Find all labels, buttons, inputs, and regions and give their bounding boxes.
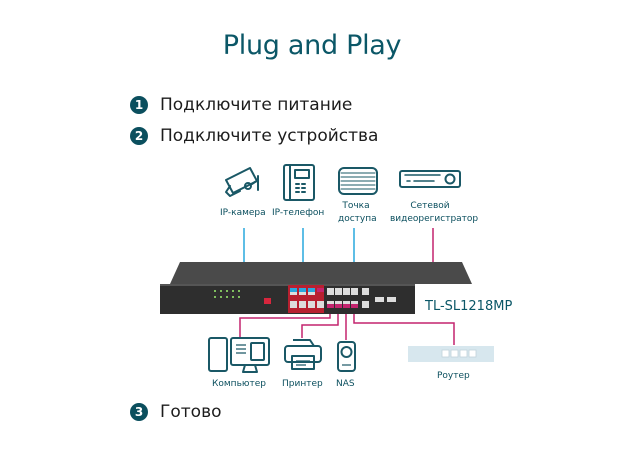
label-nvr-line1: Сетевой	[410, 201, 450, 211]
step-1: 1 Подключите питание	[130, 95, 352, 115]
label-nas: NAS	[336, 379, 355, 389]
access-point-icon	[338, 167, 378, 195]
printer-icon	[284, 339, 322, 370]
switch-device	[160, 262, 472, 314]
label-printer: Принтер	[282, 379, 323, 389]
label-nvr: Сетевой видеорегистратор	[390, 200, 479, 226]
step-1-badge: 1	[130, 96, 148, 114]
ip-phone-icon	[283, 164, 315, 201]
nvr-icon	[399, 170, 461, 188]
nas-icon	[337, 341, 356, 372]
step-1-text: Подключите питание	[160, 95, 353, 115]
step-3-badge: 3	[130, 403, 148, 421]
label-nvr-line2: видеорегистратор	[390, 214, 479, 224]
step-3: 3 Готово	[130, 402, 222, 422]
computer-icon	[208, 337, 270, 373]
label-access-point: Точка доступа	[338, 200, 377, 226]
step-2-badge: 2	[130, 127, 148, 145]
ip-camera-icon	[225, 167, 259, 197]
label-ip-camera: IP-камера	[220, 208, 266, 218]
label-access-point-line2: доступа	[338, 214, 377, 224]
step-3-text: Готово	[160, 402, 222, 422]
router-icon	[408, 346, 494, 362]
label-ip-phone: IP-телефон	[272, 208, 325, 218]
label-computer: Компьютер	[212, 379, 266, 389]
label-router: Роутер	[437, 371, 470, 381]
page-title: Plug and Play	[222, 30, 402, 61]
switch-model-label: TL-SL1218MP	[425, 299, 513, 314]
label-access-point-line1: Точка	[342, 201, 370, 211]
step-2: 2 Подключите устройства	[130, 126, 378, 146]
step-2-text: Подключите устройства	[160, 126, 379, 146]
